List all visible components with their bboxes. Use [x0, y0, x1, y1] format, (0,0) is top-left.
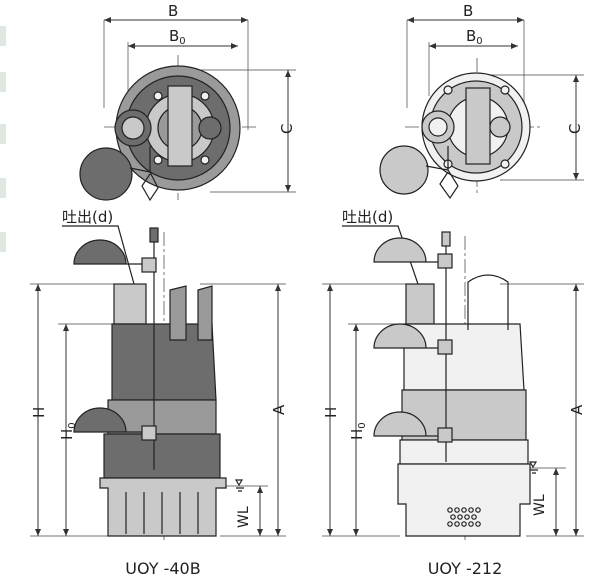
model-caption: UOY -212	[428, 559, 503, 578]
side-view-right: 吐出(d) H H0 A WL	[322, 208, 586, 540]
side-view-left: 吐出(d) H H0 A WL	[30, 208, 288, 540]
label-H0: H0	[58, 422, 78, 440]
edge-mark	[0, 124, 6, 144]
edge-mark	[0, 178, 6, 198]
label-A: A	[568, 404, 586, 415]
label-A: A	[270, 404, 288, 415]
label-C: C	[566, 124, 584, 134]
label-B: B	[463, 2, 473, 20]
label-B0: B0	[169, 27, 186, 47]
label-WL: WL	[532, 494, 548, 516]
label-B0: B0	[466, 27, 483, 47]
label-H0: H0	[348, 422, 368, 440]
label-C: C	[278, 124, 296, 134]
model-caption: UOY -40B	[125, 559, 200, 578]
top-view-left: B B0 C	[79, 2, 296, 202]
label-WL: WL	[236, 506, 252, 528]
label-H: H	[30, 407, 48, 418]
label-H: H	[322, 407, 340, 418]
discharge-label: 吐出(d)	[62, 208, 113, 226]
label-B: B	[168, 2, 178, 20]
top-view-right: B B0 C	[379, 2, 584, 200]
edge-mark	[0, 72, 6, 92]
edge-mark	[0, 232, 6, 252]
discharge-label: 吐出(d)	[342, 208, 393, 226]
edge-mark	[0, 26, 6, 46]
